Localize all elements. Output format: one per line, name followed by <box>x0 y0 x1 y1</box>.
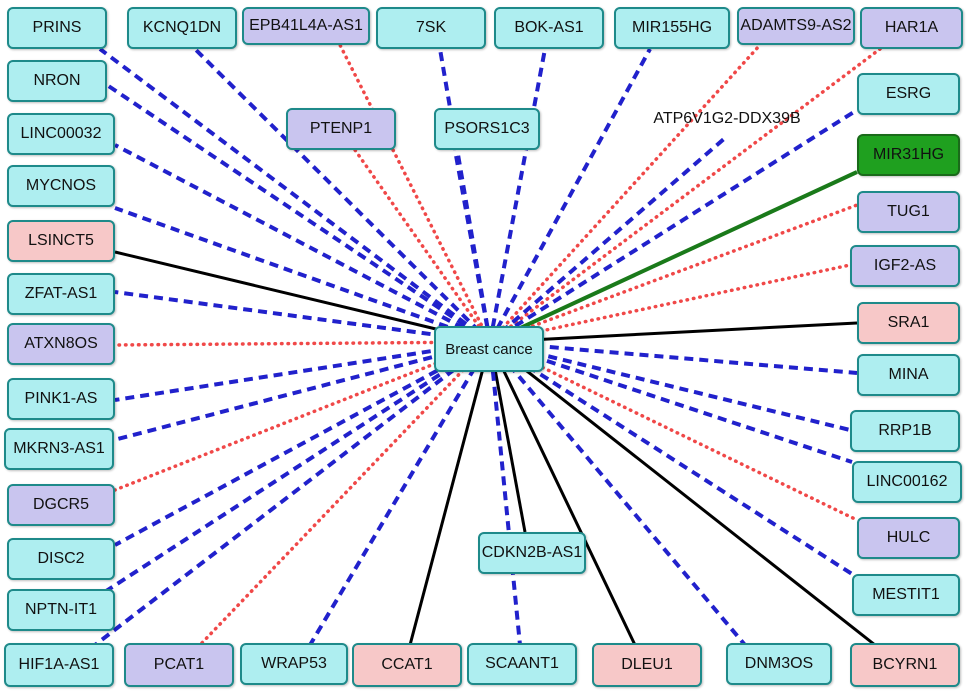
edge-ptenp1 <box>353 148 492 344</box>
edge-esrg <box>488 108 859 344</box>
node-bok-as1[interactable]: BOK-AS1 <box>494 7 604 49</box>
edge-bcyrn1 <box>489 340 876 647</box>
edge-cdkn2b-as1 <box>488 341 527 533</box>
node-mycnos[interactable]: MYCNOS <box>7 165 115 207</box>
node-mir31hg[interactable]: MIR31HG <box>857 134 960 176</box>
node-mkrn3-as1[interactable]: MKRN3-AS1 <box>4 428 114 470</box>
edge-tug1 <box>488 203 859 344</box>
edge-mir155hg <box>488 48 652 343</box>
node-hulc[interactable]: HULC <box>857 517 960 559</box>
edge-scaant1 <box>488 341 522 646</box>
node-esrg[interactable]: ESRG <box>857 73 960 115</box>
node-atxn8os[interactable]: ATXN8OS <box>7 323 115 365</box>
edge-dnm3os <box>488 340 747 647</box>
edge-mycnos <box>114 206 491 344</box>
node-ptenp1[interactable]: PTENP1 <box>286 108 396 150</box>
node-lsinct5[interactable]: LSINCT5 <box>7 220 115 262</box>
edge-har1a <box>488 47 882 344</box>
node-tug1[interactable]: TUG1 <box>857 191 960 233</box>
edge-rrp1b <box>489 340 851 432</box>
node-ccat1[interactable]: CCAT1 <box>352 643 462 687</box>
edge-mina <box>489 340 858 375</box>
node-cdkn2b-as1[interactable]: CDKN2B-AS1 <box>478 532 586 574</box>
edge-disc2 <box>114 340 491 547</box>
node-disc2[interactable]: DISC2 <box>7 538 115 580</box>
edge-nron <box>105 83 492 344</box>
node-rrp1b[interactable]: RRP1B <box>850 410 960 452</box>
edge-kcnq1dn <box>193 47 492 344</box>
node-dleu1[interactable]: DLEU1 <box>592 643 702 687</box>
edge-pink1-as <box>114 340 491 402</box>
edge-mestit1 <box>488 340 854 576</box>
node-pcat1[interactable]: PCAT1 <box>124 643 234 687</box>
node-sra1[interactable]: SRA1 <box>857 302 960 344</box>
node-psors1c3[interactable]: PSORS1C3 <box>434 108 540 150</box>
edge-linc00162 <box>489 340 853 464</box>
edge-hulc <box>488 340 859 522</box>
node-kcnq1dn[interactable]: KCNQ1DN <box>127 7 237 49</box>
node-linc00162[interactable]: LINC00162 <box>852 461 962 503</box>
node-mina[interactable]: MINA <box>857 354 960 396</box>
edge-mkrn3-as1 <box>113 340 491 442</box>
node-linc00032[interactable]: LINC00032 <box>7 113 115 155</box>
edge-ccat1 <box>408 341 492 646</box>
edge-prins <box>98 47 492 344</box>
node-atp6v1g2-ddx39b[interactable]: ATP6V1G2-DDX39B <box>653 110 801 127</box>
edge-dgcr5 <box>113 340 492 492</box>
node-mir155hg[interactable]: MIR155HG <box>614 7 730 49</box>
edge-sra1 <box>489 321 858 344</box>
node-scaant1[interactable]: SCAANT1 <box>467 643 577 685</box>
edge-pcat1 <box>198 340 492 647</box>
node-nron[interactable]: NRON <box>7 60 107 102</box>
node-igf2-as[interactable]: IGF2-AS <box>850 245 960 287</box>
node-hif1a-as1[interactable]: HIF1A-AS1 <box>4 643 114 687</box>
edge-igf2-as <box>488 263 852 344</box>
edge-hif1a-as1 <box>93 340 492 647</box>
node-mestit1[interactable]: MESTIT1 <box>852 574 960 616</box>
node-breast-cancer[interactable]: Breast cance <box>434 326 544 372</box>
edge-linc00032 <box>114 143 491 344</box>
node-bcyrn1[interactable]: BCYRN1 <box>850 643 960 687</box>
edge-atxn8os <box>113 340 492 347</box>
edge-psors1c3 <box>453 149 492 343</box>
node-dnm3os[interactable]: DNM3OS <box>726 643 832 685</box>
node-wrap53[interactable]: WRAP53 <box>240 643 348 685</box>
edge-nptn-it1 <box>98 340 492 597</box>
edge-mir31hg <box>489 170 858 344</box>
edge-atp6v1g2-ddx39b <box>488 136 727 344</box>
node-epb41l4a-as1[interactable]: EPB41L4A-AS1 <box>242 7 370 45</box>
edge-dleu1 <box>488 341 637 646</box>
edge-lsinct5 <box>114 250 491 344</box>
node-7sk[interactable]: 7SK <box>376 7 486 49</box>
node-zfat-as1[interactable]: ZFAT-AS1 <box>7 273 115 315</box>
edge-zfat-as1 <box>114 290 491 344</box>
node-nptn-it1[interactable]: NPTN-IT1 <box>7 589 115 631</box>
edge-bok-as1 <box>488 48 547 343</box>
node-prins[interactable]: PRINS <box>7 7 107 49</box>
edge-adamts9-as2 <box>488 43 762 344</box>
node-har1a[interactable]: HAR1A <box>860 7 963 49</box>
node-pink1-as[interactable]: PINK1-AS <box>7 378 115 420</box>
node-adamts9-as2[interactable]: ADAMTS9-AS2 <box>737 7 855 45</box>
edge-wrap53 <box>308 340 492 647</box>
node-dgcr5[interactable]: DGCR5 <box>7 484 115 526</box>
